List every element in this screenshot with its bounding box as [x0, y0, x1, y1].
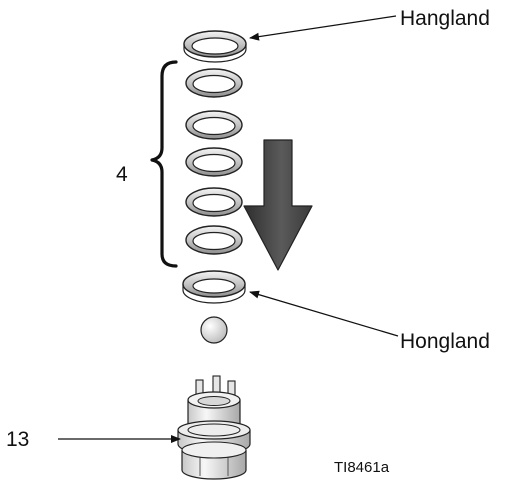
part-number-label: 13	[6, 428, 30, 451]
seal-ring-icon	[185, 187, 243, 217]
valve-seat-icon	[177, 375, 251, 480]
seal-ring-icon	[185, 110, 243, 140]
seal-set-bracket	[150, 60, 178, 268]
bottom-gland-ring	[182, 270, 246, 304]
top-gland-leader	[249, 15, 397, 41]
top-gland-ring	[183, 30, 247, 63]
seal-ring-icon	[185, 147, 243, 177]
seal-set-quantity-label: 4	[116, 163, 128, 186]
top-gland-label: Hangland	[400, 7, 490, 30]
figure-id-label: TI8461a	[334, 459, 390, 476]
seal-ring-icon	[185, 225, 243, 255]
down-arrow-icon	[243, 139, 313, 271]
bottom-gland-label: Hongland	[400, 330, 490, 353]
seal-ring-stack	[185, 68, 243, 255]
bottom-gland-leader	[249, 290, 399, 337]
seal-ring-icon	[185, 68, 243, 98]
ball-icon	[200, 316, 228, 344]
